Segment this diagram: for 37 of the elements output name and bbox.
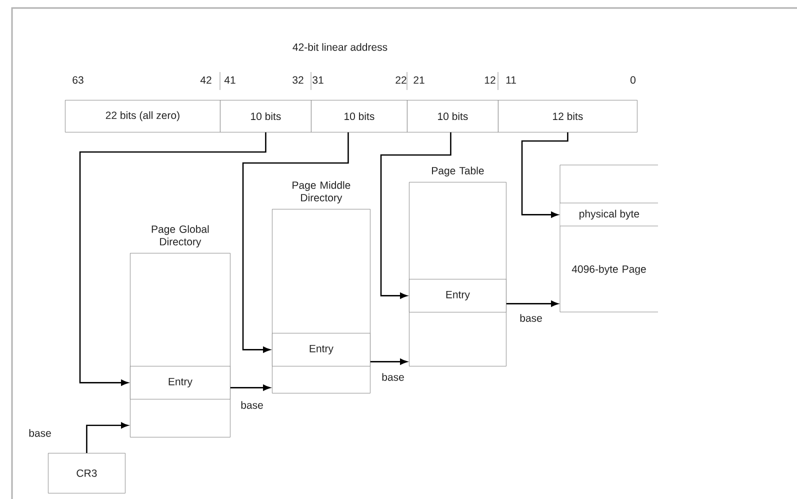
arrow (521, 132, 568, 218)
arrow (86, 422, 128, 453)
entry-row: Entry (409, 279, 506, 312)
node-label: Page Global Directory (152, 225, 209, 248)
bit-field: 22 bits (all zero) (65, 100, 220, 132)
bit-number: 21 (414, 76, 424, 84)
node-label: Page Table (432, 166, 484, 176)
bit-number: 31 (312, 76, 324, 84)
edge-label: base (518, 313, 544, 323)
arrow (230, 384, 270, 391)
entry-row: physical byte (560, 202, 658, 226)
bit-number: 41 (224, 76, 236, 84)
node-label: physical byte (580, 210, 640, 220)
bit-field: 10 bits (407, 100, 498, 132)
arrow (370, 358, 408, 365)
bit-number: 12 (484, 76, 496, 84)
edge-label: base (380, 372, 406, 382)
arrow (242, 132, 349, 353)
arrow (79, 132, 266, 386)
node-label: Page Middle Directory (292, 181, 350, 204)
diagram-title: 42-bit linear address (292, 43, 388, 51)
bit-number: 11 (506, 76, 516, 84)
bit-field: 10 bits (311, 100, 408, 132)
entry-row: Entry (130, 366, 230, 400)
entry-row: Entry (272, 333, 370, 366)
arrow (380, 132, 452, 299)
edge-label: base (240, 400, 264, 410)
register-box: CR3 (48, 453, 126, 494)
bit-number: 0 (630, 76, 636, 84)
bit-field: 12 bits (498, 100, 638, 132)
bit-number: 42 (200, 76, 212, 84)
bit-number: 63 (72, 76, 84, 84)
edge-label: base (28, 428, 52, 438)
bit-number: 22 (396, 76, 406, 84)
arrow (506, 300, 558, 307)
bit-field: 10 bits (220, 100, 312, 132)
bit-number: 32 (292, 76, 304, 84)
